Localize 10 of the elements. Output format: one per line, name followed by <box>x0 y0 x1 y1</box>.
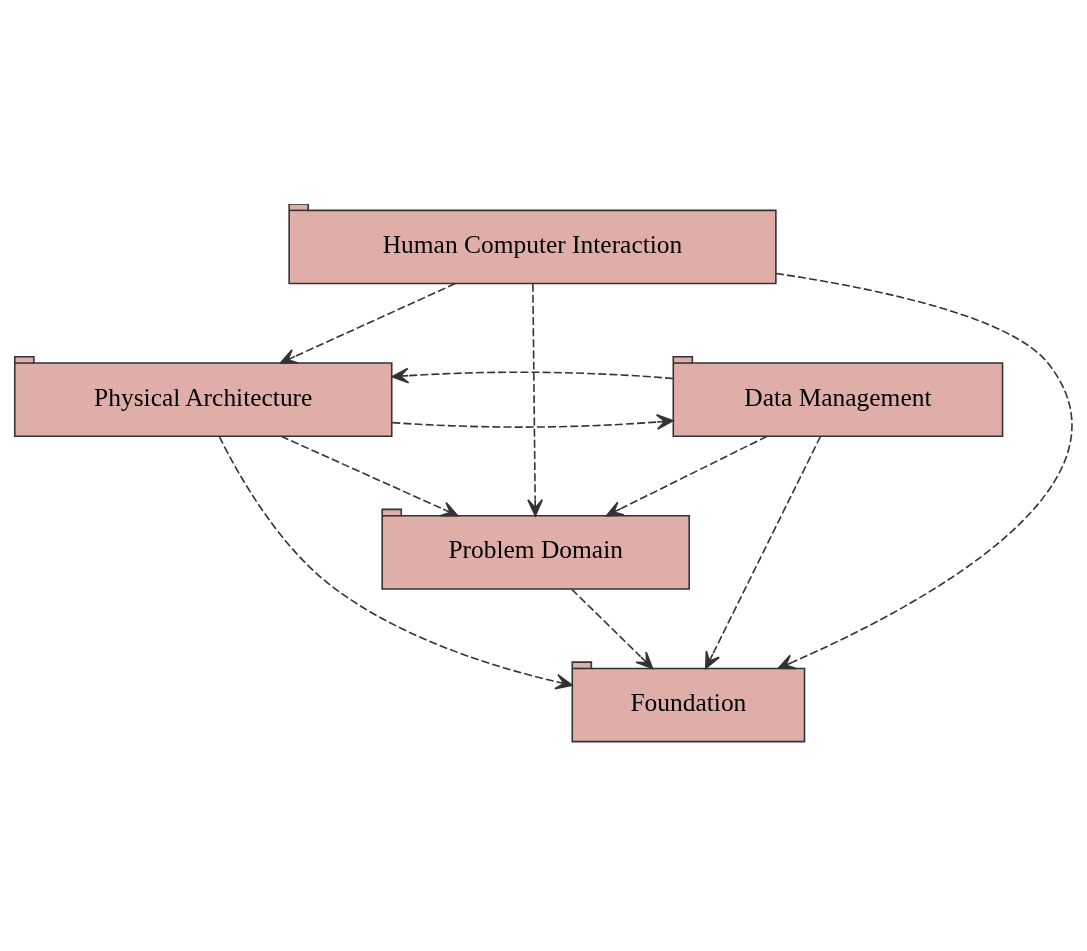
arrow <box>280 435 459 516</box>
arrow <box>391 413 674 430</box>
arrow <box>571 588 654 669</box>
arrow <box>704 435 822 669</box>
arrow <box>605 435 768 516</box>
arrow <box>218 435 573 690</box>
arrow <box>279 282 457 364</box>
arrow <box>527 282 544 516</box>
arrow <box>775 272 1073 669</box>
arrow <box>391 367 674 384</box>
